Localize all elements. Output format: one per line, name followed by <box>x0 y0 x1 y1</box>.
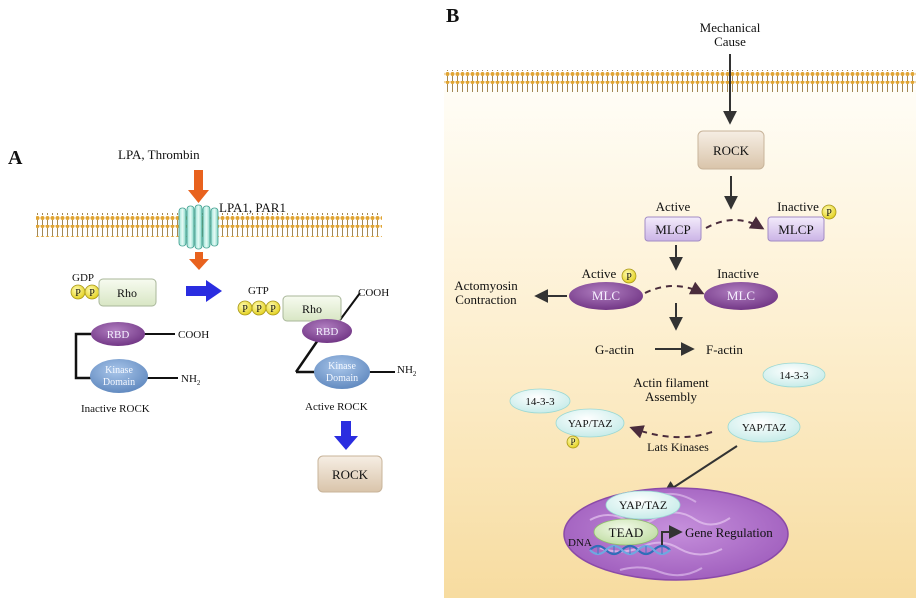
yap-taz-phosphate: P <box>566 435 580 449</box>
mlc-label: MLC <box>727 288 755 303</box>
mlcp-inactive-label: Inactive <box>777 199 819 214</box>
phosphate-text: P <box>626 272 632 283</box>
nh2-label: NH2 <box>397 364 417 378</box>
membrane-b <box>444 70 916 92</box>
kinase-label-1: Kinase <box>105 365 133 376</box>
gene-regulation-label: Gene Regulation <box>685 525 773 540</box>
lats-phosphorylation-arrow <box>629 425 713 439</box>
yap-taz-label: YAP/TAZ <box>568 418 613 430</box>
kinase-label-2: Domain <box>103 377 135 388</box>
phosphate-text: P <box>570 437 575 447</box>
assembly-label-1: Actin filament <box>633 375 709 390</box>
lats-label: Lats Kinases <box>647 440 709 454</box>
nh2-label: NH2 <box>181 373 201 387</box>
yap-taz-phospho: YAP/TAZ <box>555 408 625 438</box>
phosphate-text: P <box>75 288 81 299</box>
kinase-label-1: Kinase <box>328 361 356 372</box>
cause-label-2: Cause <box>714 34 746 49</box>
phosphate-text: P <box>89 288 95 299</box>
gtp-phosphate-2: P <box>251 300 267 316</box>
yap-taz-label: YAP/TAZ <box>619 498 667 512</box>
mlcp-label: MLCP <box>778 222 813 237</box>
phosphate-text: P <box>270 304 276 315</box>
stimulus-arrow <box>188 170 209 203</box>
inactive-rock: RBD Kinase Domain COOH NH2 Inactive ROCK <box>74 322 209 415</box>
rbd-label: RBD <box>316 326 339 338</box>
protein-1433-label: 14-3-3 <box>779 370 809 382</box>
panel-a-label: A <box>8 147 23 169</box>
yap-taz-label: YAP/TAZ <box>742 422 787 434</box>
cooh-label: COOH <box>358 287 389 299</box>
active-rock-caption: Active ROCK <box>305 401 368 413</box>
mlc-active-label: Active <box>582 266 617 281</box>
mlcp-active: MLCP <box>644 216 702 242</box>
gdp-phosphate-2: P <box>84 284 100 300</box>
dna-label: DNA <box>568 537 592 549</box>
actomyosin-label-1: Actomyosin <box>454 278 518 293</box>
inactive-rock-caption: Inactive ROCK <box>81 403 150 415</box>
kinase-label-2: Domain <box>326 373 358 384</box>
rock-label: ROCK <box>332 467 369 482</box>
rbd-label: RBD <box>107 329 130 341</box>
phosphate-text: P <box>826 208 832 219</box>
active-rock: Rho RBD Kinase Domain COOH NH2 Active RO… <box>282 287 417 413</box>
protein-1433-right: 14-3-3 <box>762 362 826 388</box>
mlcp-inactivation-arrow <box>705 216 765 230</box>
phosphate-text: P <box>256 304 262 315</box>
gdp-label: GDP <box>72 272 94 284</box>
protein-1433-left: 14-3-3 <box>509 388 571 414</box>
rho-active: Rho <box>282 295 342 322</box>
mlc-phosphate: P <box>621 268 637 284</box>
receptor-lpa1-par1 <box>178 204 219 250</box>
active-rock-arrow <box>334 421 358 450</box>
panel-b-label: B <box>446 5 459 27</box>
rock-box-a: ROCK <box>317 455 383 493</box>
receptor-label: LPA1, PAR1 <box>219 200 286 215</box>
phosphate-text: P <box>242 304 248 315</box>
cause-label-1: Mechanical <box>700 20 761 35</box>
mlcp-inactive: MLCP <box>767 216 825 242</box>
gtp-label: GTP <box>248 285 269 297</box>
rho-label: Rho <box>117 286 137 300</box>
stimulus-label: LPA, Thrombin <box>118 147 200 162</box>
gdp-phosphate-1: P <box>70 284 86 300</box>
mlcp-label: MLCP <box>655 222 690 237</box>
panel-b: B Mechanical Cause ROCK Active MLCP Inac… <box>444 5 916 598</box>
mlc-inactive: MLC <box>704 282 778 310</box>
mlc-active: MLC <box>569 282 643 310</box>
g-actin-label: G-actin <box>595 342 634 357</box>
yap-taz-free: YAP/TAZ <box>727 411 801 443</box>
mlcp-phosphate: P <box>821 204 837 220</box>
yap-nuclear-entry-arrow <box>662 445 738 495</box>
f-actin-label: F-actin <box>706 342 743 357</box>
yap-taz-nuclear: YAP/TAZ <box>605 490 681 520</box>
assembly-label-2: Assembly <box>645 389 698 404</box>
mlcp-active-label: Active <box>656 199 691 214</box>
mlc-label: MLC <box>592 288 620 303</box>
tead-label: TEAD <box>609 525 644 540</box>
cooh-label: COOH <box>178 329 209 341</box>
rock-label: ROCK <box>713 143 750 158</box>
mlc-inactive-label: Inactive <box>717 266 759 281</box>
panel-a: A LPA, Thrombin LPA1, PAR1 GDP <box>8 147 417 493</box>
receptor-output-arrow <box>189 252 209 270</box>
tead: TEAD <box>593 518 659 546</box>
gtp-phosphate-1: P <box>237 300 253 316</box>
actomyosin-label-2: Contraction <box>455 292 517 307</box>
rock-box-b: ROCK <box>697 130 765 170</box>
mlc-inactivation-arrow <box>644 281 705 295</box>
rho-label: Rho <box>302 302 322 316</box>
transcription-arrow <box>661 525 683 545</box>
rho-inactive: Rho <box>98 278 157 307</box>
activation-arrow <box>186 280 222 302</box>
protein-1433-label: 14-3-3 <box>525 396 555 408</box>
gtp-phosphate-3: P <box>265 300 281 316</box>
dna-helix <box>589 544 671 556</box>
